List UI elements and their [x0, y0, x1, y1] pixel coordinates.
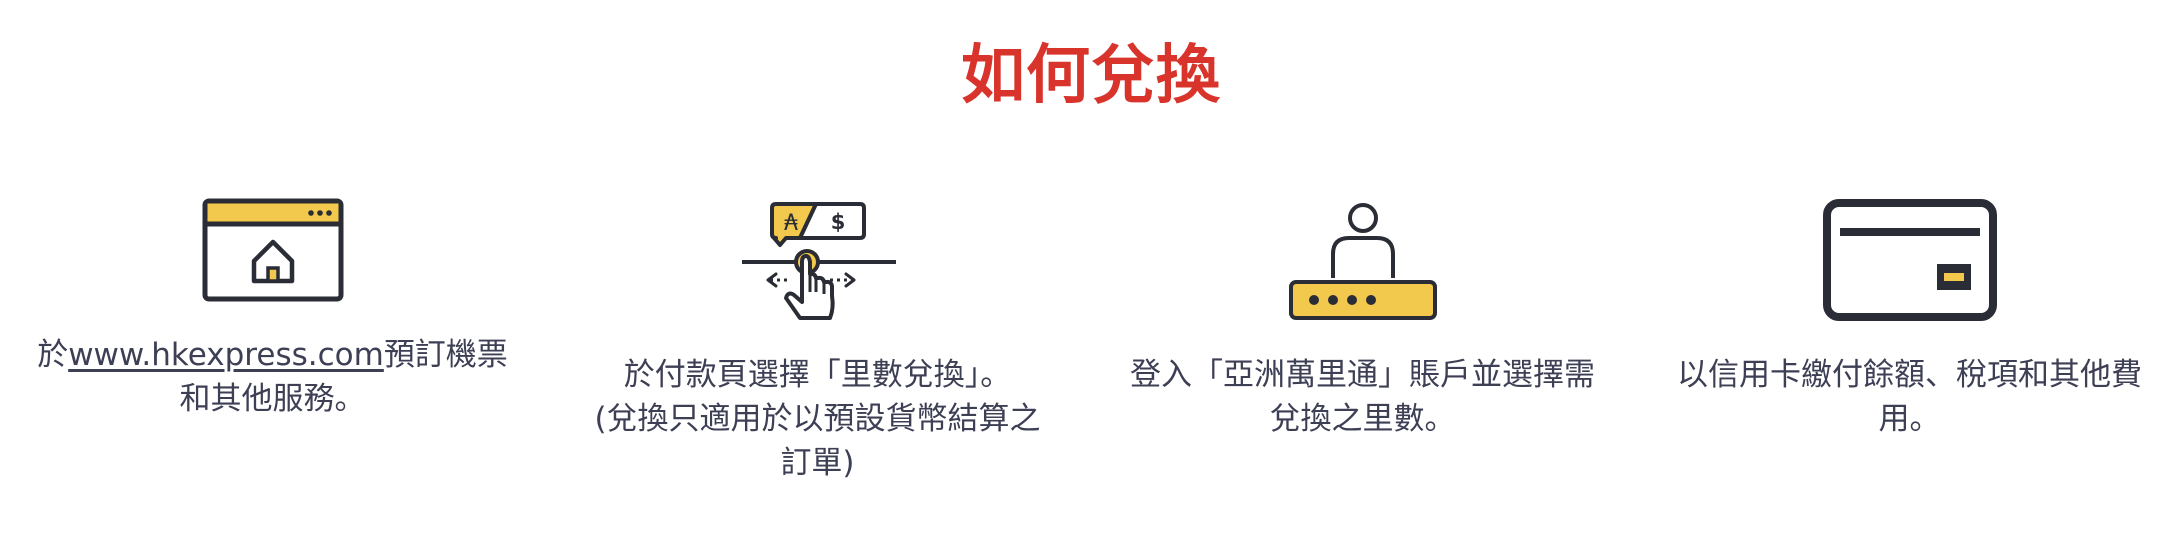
step-book-online: 於www.hkexpress.com預訂機票 和其他服務。: [0, 198, 545, 518]
step-2-text-line2: (兌換只適用於以預設貨幣結算之: [594, 401, 1041, 437]
step-1-text-line2: 和其他服務。: [179, 381, 366, 417]
step-4-text-line2: 用。: [1878, 401, 1941, 437]
step-3-description: 登入「亞洲萬里通」賬戶並選擇需 兌換之里數。: [1100, 353, 1625, 441]
step-4-text-line1: 以信用卡繳付餘額、稅項和其他費: [1677, 357, 2142, 393]
credit-card-icon: [1822, 199, 1997, 321]
step-2-description: 於付款頁選擇「里數兌換」。 (兌換只適用於以預設貨幣結算之 訂單): [555, 353, 1080, 485]
step-select-miles-redemption: ₳ $ 於付款頁選擇「里數兌換」。 (兌換只適用於以預設貨幣結算之 訂單): [545, 198, 1090, 518]
step-2-text-line1: 於付款頁選擇「里數兌換」。: [623, 357, 1012, 393]
step-1-text-suffix: 預訂機票: [383, 337, 508, 373]
step-3-text-line1: 登入「亞洲萬里通」賬戶並選擇需: [1130, 357, 1595, 393]
step-4-description: 以信用卡繳付餘額、稅項和其他費 用。: [1647, 353, 2172, 441]
step-pay-by-credit-card: 以信用卡繳付餘額、稅項和其他費 用。: [1637, 198, 2182, 518]
step-3-text-line2: 兌換之里數。: [1269, 401, 1456, 437]
browser-home-icon: [202, 198, 343, 302]
step-login-asia-miles: 登入「亞洲萬里通」賬戶並選擇需 兌換之里數。: [1090, 198, 1635, 518]
step-2-icon-container: ₳ $: [545, 198, 1090, 333]
user-login-password-icon: [1288, 203, 1437, 320]
step-3-icon-container: [1090, 198, 1635, 333]
hkexpress-link[interactable]: www.hkexpress.com: [68, 337, 384, 373]
step-1-icon-container: [0, 198, 545, 333]
page-title: 如何兌換: [961, 39, 1221, 113]
step-1-description: 於www.hkexpress.com預訂機票 和其他服務。: [10, 333, 535, 421]
step-4-icon-container: [1637, 198, 2182, 333]
currency-slider-tap-icon: ₳ $: [741, 202, 896, 320]
miles-symbol-label: ₳: [784, 211, 798, 236]
dollar-symbol-label: $: [830, 210, 845, 234]
step-2-text-line3: 訂單): [780, 445, 855, 481]
step-1-text-prefix: 於: [37, 337, 69, 373]
